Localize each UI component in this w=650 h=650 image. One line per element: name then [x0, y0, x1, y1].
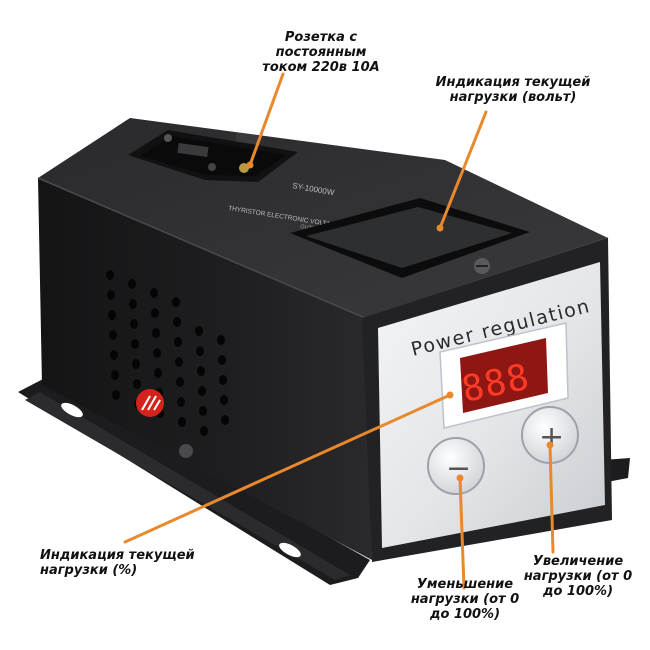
bracket-slot-left — [61, 402, 83, 418]
callout-voltage-display: Индикация текущей нагрузки (вольт) — [435, 75, 591, 105]
brand-logo — [136, 389, 164, 417]
vent-hole — [128, 279, 136, 289]
vent-hole — [198, 386, 206, 396]
led-display: 888 — [439, 322, 569, 429]
vent-hole — [219, 375, 227, 385]
vent-hole — [175, 357, 183, 367]
vent-hole — [176, 377, 184, 387]
vent-hole — [109, 330, 117, 340]
vent-hole — [107, 290, 115, 300]
bracket-slot-right — [279, 542, 301, 558]
vent-hole — [177, 397, 185, 407]
vent-hole — [111, 370, 119, 380]
vent-hole — [174, 337, 182, 347]
vent-hole — [218, 355, 226, 365]
vent-hole — [150, 288, 158, 298]
vent-hole — [106, 270, 114, 280]
socket-screw — [164, 134, 172, 142]
callout-line-voltage — [438, 110, 488, 230]
vent-hole — [108, 310, 116, 320]
vent-hole — [133, 379, 141, 389]
vent-hole — [200, 426, 208, 436]
vent-hole — [220, 395, 228, 405]
callout-line-percent — [123, 393, 452, 544]
vent-hole — [173, 317, 181, 327]
callout-lines — [123, 72, 555, 590]
vent-hole — [129, 299, 137, 309]
side-screw — [179, 444, 193, 458]
callout-line-increase — [548, 443, 555, 554]
vent-hole — [221, 415, 229, 425]
vent-hole — [154, 368, 162, 378]
vent-hole — [199, 406, 207, 416]
voltmeter-window — [290, 198, 530, 278]
vent-hole — [110, 350, 118, 360]
vent-hole — [217, 335, 225, 345]
decrease-button[interactable]: − — [427, 437, 485, 495]
vent-hole — [196, 346, 204, 356]
callout-line-socket — [248, 72, 285, 167]
vent-hole — [152, 328, 160, 338]
callout-socket: Розетка с постоянным током 220в 10А — [262, 30, 380, 75]
vent-hole — [195, 326, 203, 336]
vent-hole — [197, 366, 205, 376]
vent-hole — [112, 390, 120, 400]
callout-decrease: Уменьшение нагрузки (от 0 до 100%) — [410, 577, 520, 622]
device-side — [38, 178, 372, 560]
callout-increase: Увеличение нагрузки (от 0 до 100%) — [523, 554, 633, 599]
vent-hole — [132, 359, 140, 369]
vent-hole — [178, 417, 186, 427]
vent-hole — [130, 319, 138, 329]
callout-percent-display: Индикация текущей нагрузки (%) — [40, 548, 195, 578]
vent-hole — [151, 308, 159, 318]
vent-hole — [131, 339, 139, 349]
vent-hole — [172, 297, 180, 307]
vent-hole — [153, 348, 161, 358]
callout-line-decrease — [458, 476, 466, 590]
socket-pin-hole — [208, 163, 216, 171]
